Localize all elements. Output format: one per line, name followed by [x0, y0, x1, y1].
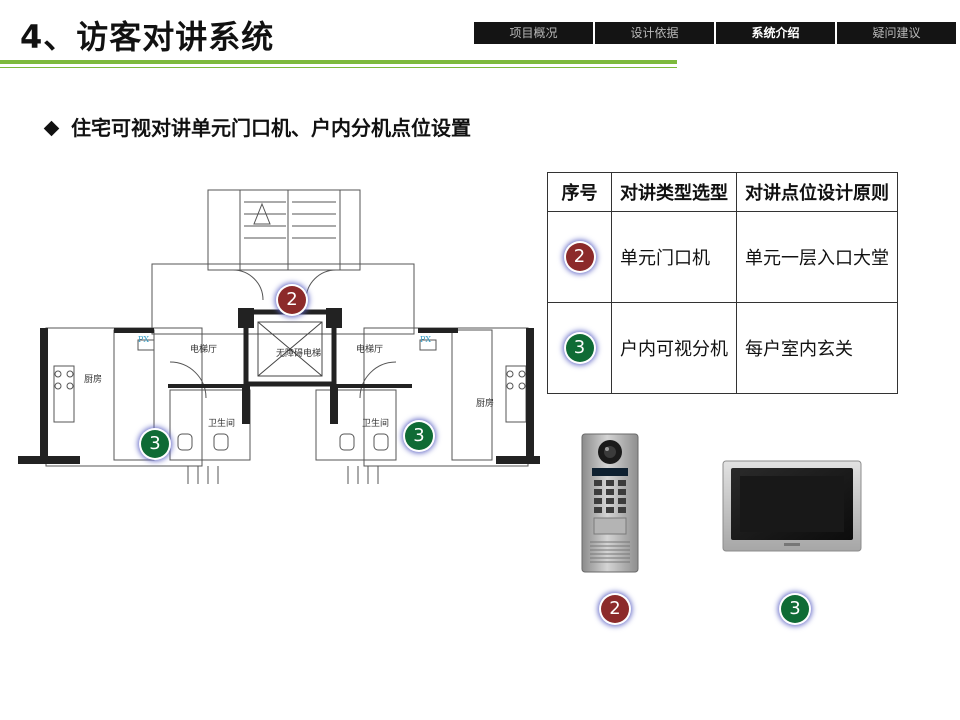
row-number-cell: 3 [547, 302, 612, 394]
tab-system-intro[interactable]: 系统介绍 [716, 22, 835, 44]
section-subtitle: 住宅可视对讲单元门口机、户内分机点位设置 [42, 112, 471, 141]
label-px-right: PX [420, 335, 431, 344]
col-header-type: 对讲类型选型 [611, 172, 737, 212]
section-nav: 项目概况 设计依据 系统介绍 疑问建议 [474, 22, 956, 44]
label-elevator-hall-left: 电梯厅 [190, 343, 217, 355]
label-bathroom-right: 卫生间 [362, 417, 389, 429]
row-type-cell: 单元门口机 [611, 211, 737, 303]
row-type-cell: 户内可视分机 [611, 302, 737, 394]
row-principle-cell: 每户室内玄关 [736, 302, 898, 394]
subtitle-text: 住宅可视对讲单元门口机、户内分机点位设置 [71, 116, 471, 140]
marker-indoor-monitor-right: 3 [405, 422, 433, 450]
indoor-monitor-image [722, 460, 862, 552]
table-row: 3 户内可视分机 每户室内玄关 [547, 302, 898, 394]
col-header-principle: 对讲点位设计原则 [736, 172, 898, 212]
header-divider-thin [0, 67, 677, 68]
header-divider [0, 60, 677, 64]
door-entry-panel-image [581, 433, 639, 573]
indoor-monitor-badge: 3 [781, 595, 809, 623]
marker-door-unit: 2 [278, 286, 306, 314]
label-elevator-hall-right: 电梯厅 [356, 343, 383, 355]
label-bathroom-left: 卫生间 [208, 417, 235, 429]
row-badge: 2 [565, 243, 594, 271]
tab-design-basis[interactable]: 设计依据 [595, 22, 714, 44]
label-px-left: PX [138, 335, 149, 344]
row-number-cell: 2 [547, 211, 612, 303]
row-principle-cell: 单元一层入口大堂 [736, 211, 898, 303]
label-kitchen-left: 厨房 [84, 373, 102, 385]
tab-questions[interactable]: 疑问建议 [837, 22, 956, 44]
diamond-bullet-icon [43, 120, 60, 137]
intercom-rules-table: 序号 对讲类型选型 对讲点位设计原则 2 单元门口机 单元一层入口大堂 3 户内… [547, 172, 898, 394]
page-title: 4、访客对讲系统 [20, 18, 275, 56]
row-badge: 3 [565, 334, 594, 362]
label-barrier-free-elevator: 无障碍电梯 [276, 347, 321, 359]
label-kitchen-right: 厨房 [476, 397, 494, 409]
table-header-row: 序号 对讲类型选型 对讲点位设计原则 [547, 172, 898, 212]
col-header-number: 序号 [547, 172, 612, 212]
door-entry-panel-badge: 2 [601, 595, 629, 623]
tab-project-overview[interactable]: 项目概况 [474, 22, 593, 44]
table-row: 2 单元门口机 单元一层入口大堂 [547, 211, 898, 303]
floor-plan: 电梯厅 电梯厅 无障碍电梯 厨房 厨房 卫生间 卫生间 PX PX [18, 189, 540, 484]
marker-indoor-monitor-left: 3 [141, 430, 169, 458]
